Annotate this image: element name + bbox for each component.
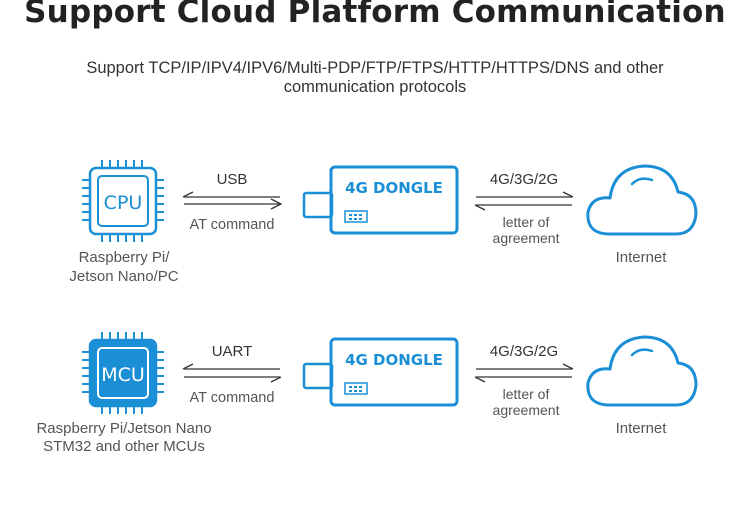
usb-link-label: USB [217, 171, 248, 188]
double-arrow-icon [184, 196, 283, 210]
cloud-icon [586, 164, 698, 236]
cloud-icon [586, 335, 698, 407]
mcu-caption-line1: Raspberry Pi/Jetson Nano [36, 420, 211, 437]
network-label: 4G/3G/2G [490, 171, 558, 188]
usb-dongle-icon: 4G DONGLE [302, 337, 459, 407]
row-mcu: MCU Raspberry Pi/Jetson Nano STM32 and o… [36, 332, 698, 455]
dongle-label: 4G DONGLE [345, 351, 443, 369]
agreement-label-line2: agreement [493, 230, 560, 246]
mcu-chip-icon: MCU [82, 332, 164, 414]
agreement-label-line1: letter of [503, 214, 550, 230]
internet-caption: Internet [616, 420, 668, 437]
mcu-caption-line2: STM32 and other MCUs [43, 438, 205, 455]
uart-link-label: UART [212, 343, 253, 360]
internet-caption: Internet [616, 249, 668, 266]
cpu-chip-icon: CPU [82, 160, 164, 242]
row-cpu: CPU Raspberry Pi/ Jetson Nano/PC USB AT … [69, 160, 698, 285]
page-subtitle: Support TCP/IP/IPV4/IPV6/Multi-PDP/FTP/F… [86, 59, 664, 96]
mcu-chip-label: MCU [101, 364, 145, 386]
page-title: Support Cloud Platform Communication [24, 0, 726, 30]
dongle-label: 4G DONGLE [345, 179, 443, 197]
network-label: 4G/3G/2G [490, 343, 558, 360]
double-arrow-icon [474, 191, 574, 211]
agreement-label-line2: agreement [493, 402, 560, 418]
usb-dongle-icon: 4G DONGLE [302, 165, 459, 235]
cpu-chip-label: CPU [104, 192, 143, 214]
double-arrow-heads [182, 191, 194, 198]
double-arrow-icon [474, 363, 574, 383]
cpu-caption-line2: Jetson Nano/PC [69, 268, 178, 285]
at-command-label: AT command [190, 217, 275, 233]
cpu-caption-line1: Raspberry Pi/ [79, 249, 171, 266]
at-command-label: AT command [190, 390, 275, 406]
double-arrow-icon [182, 363, 282, 383]
agreement-label-line1: letter of [503, 386, 550, 402]
